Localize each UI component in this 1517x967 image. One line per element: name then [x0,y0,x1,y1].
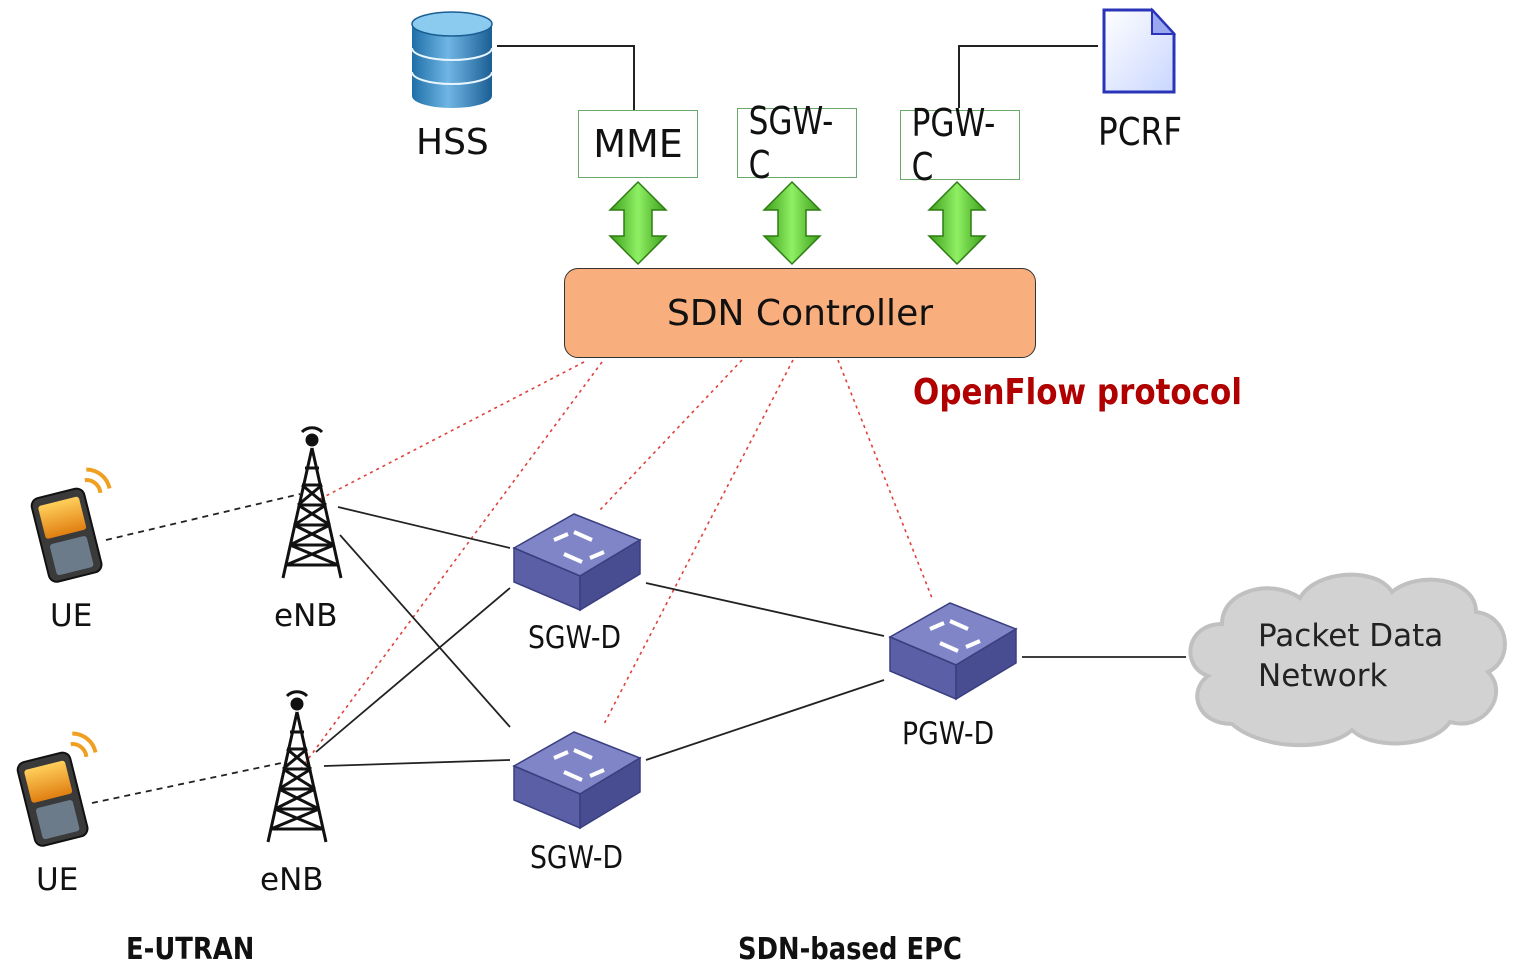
mme-label: MME [593,122,683,166]
link-enb2-sgwd1 [315,587,511,753]
switch-icon-2 [512,731,642,830]
ue1-label: UE [50,598,93,634]
pdn-line2: Network [1258,658,1388,694]
enb1-label: eNB [274,598,338,634]
sgwd1-label: SGW-D [528,620,622,656]
link-sgwd1-pgwd [645,582,885,637]
openflow-protocol-label: OpenFlow protocol [913,372,1242,413]
phone-icon-2 [16,731,98,847]
openflow-link-sgwd2 [602,359,794,727]
pdn-line1: Packet Data [1258,618,1444,654]
pgwc-controller-arrow [927,180,987,266]
openflow-link-pgwd [837,359,933,599]
phone-icon [30,467,112,583]
openflow-link-enb2 [299,361,603,771]
antenna-tower-icon [281,426,343,579]
enb2-label: eNB [260,862,324,898]
pcrf-label: PCRF [1098,110,1183,154]
mme-controller-arrow [608,180,668,266]
database-icon [411,11,493,108]
sdn-controller-label: SDN Controller [666,292,934,334]
link-enb1-sgwd2 [339,534,511,728]
pgwd-label: PGW-D [902,716,995,752]
pgwc-box[interactable]: PGW-C [900,101,1020,189]
sgwc-controller-arrow [762,180,822,266]
radio-link-ue1 [105,493,301,541]
hss-label: HSS [416,122,489,163]
antenna-tower-icon-2 [266,690,328,843]
radio-link-ue2 [91,761,287,804]
link-enb2-sgwd2 [323,759,511,767]
openflow-link-enb1 [317,361,585,501]
sdn-epc-section-label: SDN-based EPC [738,932,962,967]
sgwc-box[interactable]: SGW-C [737,99,857,187]
packet-data-network-label: Packet Data Network [1258,616,1443,696]
sgwd2-label: SGW-D [530,840,624,876]
radio-links [91,493,301,804]
sdn-controller-box[interactable]: SDN Controller [564,268,1036,358]
link-sgwd2-pgwd [645,679,885,761]
pcrf-pgwc-link [958,45,1098,108]
mme-box[interactable]: MME [578,110,698,178]
sgwc-label: SGW-C [748,99,834,187]
e-utran-section-label: E-UTRAN [126,932,255,967]
link-enb1-sgwd1 [337,506,511,549]
openflow-links [299,359,933,771]
pgwc-label: PGW-C [911,101,996,189]
openflow-link-sgwd1 [599,359,743,511]
switch-icon [512,513,642,612]
cloud-icon [1188,572,1507,747]
hss-mme-link [497,45,635,110]
ue2-label: UE [36,862,79,898]
document-icon [1102,7,1177,94]
data-plane-links [315,506,1186,767]
switch-icon-3 [888,602,1018,701]
